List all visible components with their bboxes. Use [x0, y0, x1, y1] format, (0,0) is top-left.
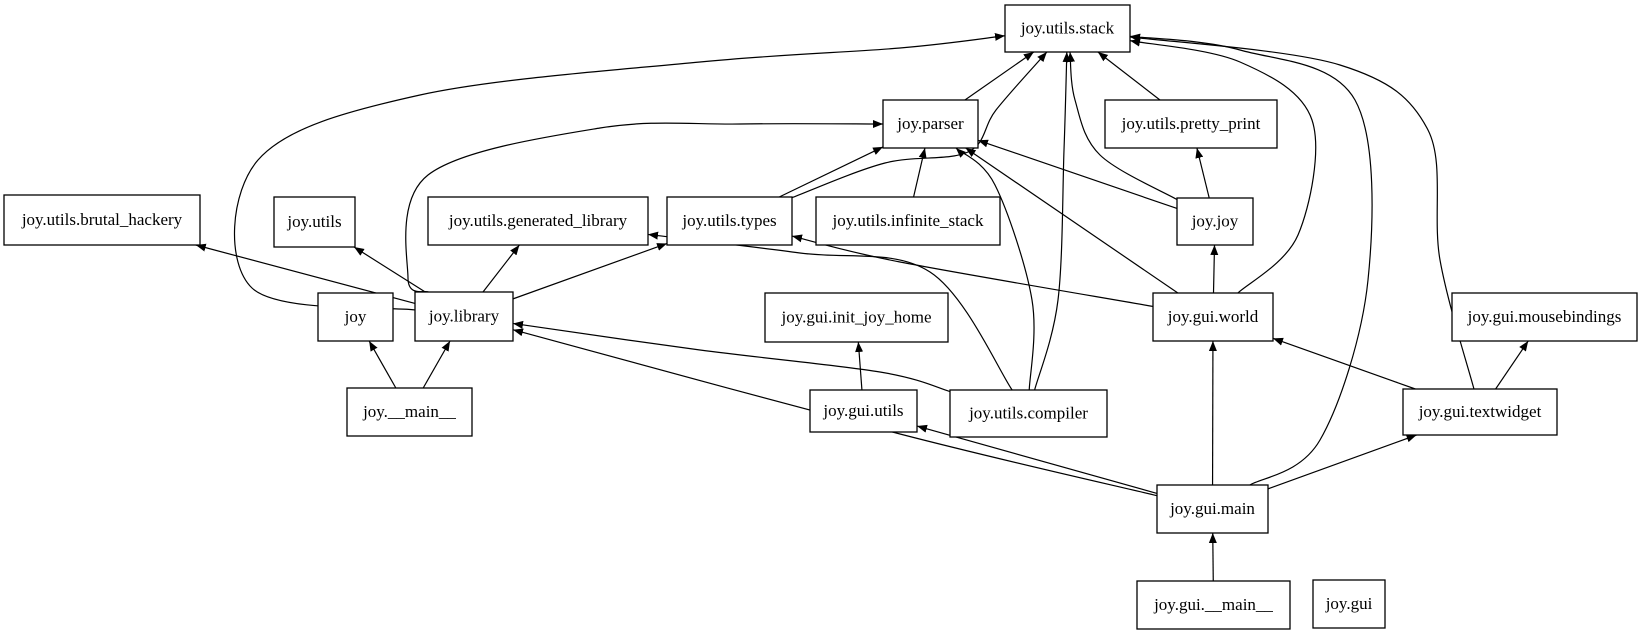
node-joy.__main__: joy.__main__ — [346, 387, 473, 437]
node-label: joy.utils.brutal_hackery — [21, 210, 183, 229]
node-box — [346, 387, 473, 437]
node-joy.gui.main: joy.gui.main — [1156, 484, 1269, 534]
node-label: joy.gui.textwidget — [1418, 402, 1542, 421]
edge-joy.gui.textwidget-to-joy.gui.mousebindings — [1495, 340, 1529, 390]
node-box — [815, 196, 1001, 246]
node-joy.gui.mousebindings: joy.gui.mousebindings — [1451, 292, 1638, 342]
node-joy.utils: joy.utils — [273, 196, 356, 248]
node-label: joy.gui — [1325, 594, 1373, 613]
node-box — [3, 194, 201, 246]
node-joy.gui.world: joy.gui.world — [1152, 292, 1274, 342]
node-box — [1104, 99, 1278, 149]
node-joy.utils.pretty_print: joy.utils.pretty_print — [1104, 99, 1278, 149]
edge-joy.joy-to-joy.parser — [977, 139, 1178, 210]
node-box — [882, 99, 979, 149]
node-box — [1136, 580, 1291, 630]
edge-joy.library-to-joy.parser — [405, 119, 884, 293]
node-joy.library: joy.library — [414, 291, 514, 342]
edge-joy.gui.world-to-joy.utils.stack — [1129, 38, 1317, 294]
edge-joy.utils.compiler-to-joy.parser — [955, 147, 1035, 391]
node-joy.gui.textwidget: joy.gui.textwidget — [1402, 388, 1558, 436]
node-label: joy.gui.init_joy_home — [780, 307, 931, 326]
node-label: joy.utils.types — [681, 211, 776, 230]
node-label: joy.gui.utils — [822, 401, 903, 420]
edge-joy.library-to-joy.utils.generated_library — [482, 244, 520, 293]
node-joy.parser: joy.parser — [882, 99, 979, 149]
node-box — [949, 389, 1108, 438]
node-box — [1312, 579, 1386, 629]
node-label: joy.parser — [896, 114, 964, 133]
edge-joy.utils.compiler-to-joy.library — [512, 320, 951, 393]
node-label: joy.utils.compiler — [968, 403, 1088, 422]
edge-joy.gui.main-to-joy.gui.textwidget — [1267, 434, 1417, 490]
edge-joy.gui.world-to-joy.joy — [1210, 244, 1219, 294]
edge-joy.gui.utils-to-joy.gui.init_joy_home — [855, 341, 864, 391]
node-joy.utils.brutal_hackery: joy.utils.brutal_hackery — [3, 194, 201, 246]
edge-joy.utils.pretty_print-to-joy.utils.stack — [1097, 51, 1161, 101]
node-box — [273, 196, 356, 248]
node-joy.gui.utils: joy.gui.utils — [809, 389, 918, 433]
node-label: joy.gui.__main__ — [1153, 595, 1273, 614]
node-joy.gui: joy.gui — [1312, 579, 1386, 629]
edge-joy.gui.textwidget-to-joy.gui.world — [1272, 337, 1416, 390]
node-box — [317, 292, 394, 342]
edge-joy.utils.types-to-joy.parser — [778, 146, 884, 198]
node-joy.utils.generated_library: joy.utils.generated_library — [427, 196, 649, 246]
nodes-layer: joy.utils.stack joy.parser joy.utils.prett… — [3, 4, 1638, 630]
edge-joy.__main__-to-joy — [368, 340, 397, 389]
edges-layer — [195, 32, 1529, 582]
node-box — [1176, 197, 1254, 246]
node-joy.utils.types: joy.utils.types — [666, 196, 793, 246]
node-joy.joy: joy.joy — [1176, 197, 1254, 246]
edge-joy.joy-to-joy.utils.stack — [1067, 51, 1178, 201]
edge-joy.parser-to-joy.utils.stack — [964, 51, 1035, 101]
node-box — [809, 389, 918, 433]
node-label: joy.gui.mousebindings — [1467, 307, 1622, 326]
node-joy: joy — [317, 292, 394, 342]
node-label: joy.gui.world — [1167, 307, 1259, 326]
node-joy.gui.__main__: joy.gui.__main__ — [1136, 580, 1291, 630]
node-box — [414, 291, 514, 342]
edge-joy.library-to-joy.utils.stack — [233, 32, 1006, 311]
edge-joy.library-to-joy.utils.types — [512, 242, 668, 300]
node-box — [666, 196, 793, 246]
node-label: joy — [344, 307, 367, 326]
node-label: joy.gui.main — [1169, 499, 1255, 518]
node-box — [1402, 388, 1558, 436]
edge-joy.gui.textwidget-to-joy.utils.stack — [1129, 34, 1475, 390]
edge-joy.utils.compiler-to-joy.utils.stack — [1034, 51, 1071, 391]
node-label: joy.utils.infinite_stack — [832, 211, 984, 230]
node-label: joy.joy — [1191, 211, 1239, 230]
node-box — [1451, 292, 1638, 342]
node-box — [764, 292, 949, 343]
edge-joy.utils.infinite_stack-to-joy.parser — [912, 147, 927, 198]
node-joy.utils.compiler: joy.utils.compiler — [949, 389, 1108, 438]
node-joy.gui.init_joy_home: joy.gui.init_joy_home — [764, 292, 949, 343]
edge-joy.joy-to-joy.utils.pretty_print — [1195, 147, 1210, 199]
node-label: joy.library — [428, 306, 500, 325]
edge-joy.__main__-to-joy.library — [422, 340, 451, 389]
node-box — [1004, 4, 1131, 53]
node-label: joy.utils.generated_library — [448, 211, 628, 230]
edge-joy.gui.__main__-to-joy.gui.main — [1208, 532, 1217, 582]
node-box — [1156, 484, 1269, 534]
node-box — [427, 196, 649, 246]
edge-joy.gui.main-to-joy.utils.stack — [1129, 33, 1373, 486]
node-joy.utils.infinite_stack: joy.utils.infinite_stack — [815, 196, 1001, 246]
node-label: joy.utils.pretty_print — [1121, 114, 1261, 133]
node-box — [1152, 292, 1274, 342]
edge-joy.library-to-joy.utils — [353, 246, 426, 293]
node-label: joy.__main__ — [362, 402, 456, 421]
node-joy.utils.stack: joy.utils.stack — [1004, 4, 1131, 53]
edge-joy.gui.world-to-joy.parser — [965, 147, 1179, 294]
node-label: joy.utils.stack — [1020, 18, 1115, 37]
node-label: joy.utils — [286, 212, 341, 231]
